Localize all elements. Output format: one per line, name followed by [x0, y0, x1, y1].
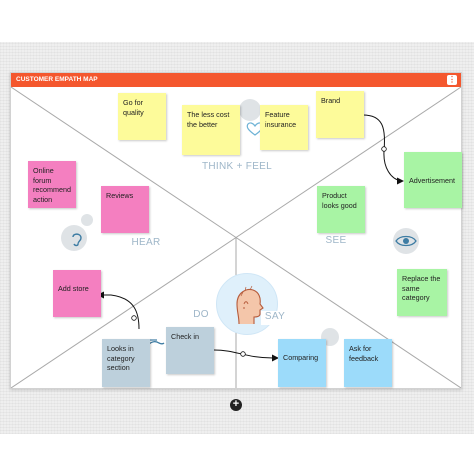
hand-icon — [147, 339, 165, 346]
note-reviews[interactable]: Reviews — [101, 186, 149, 233]
eye-icon — [395, 235, 417, 247]
note-feature-insurance[interactable]: Feature insurance — [260, 105, 308, 150]
note-brand[interactable]: Brand — [316, 91, 364, 138]
note-comparing[interactable]: Comparing — [278, 339, 326, 387]
head-icon — [236, 285, 264, 325]
see-label: SEE — [319, 235, 353, 249]
board-title: CUSTOMER EMPATH MAP — [16, 76, 98, 83]
plus-icon[interactable]: + — [230, 399, 242, 411]
note-online-forum[interactable]: Online forum recommend action — [28, 161, 76, 208]
customer-avatar — [216, 273, 278, 335]
note-go-for-quality[interactable]: Go for quality — [118, 93, 166, 140]
note-replace-same-category[interactable]: Replace the same category — [397, 269, 447, 316]
board-header[interactable]: CUSTOMER EMPATH MAP ⋮ — [11, 73, 461, 87]
think-bubble — [239, 99, 261, 121]
note-ask-for-feedback[interactable]: Ask for feedback — [344, 339, 392, 387]
note-the-less-cost[interactable]: The less cost the better — [182, 105, 240, 155]
hear-label: HEAR — [127, 237, 165, 251]
note-looks-in-category[interactable]: Looks in category section — [102, 339, 150, 387]
connector-looks-addstore — [83, 294, 140, 330]
think-feel-label: THINK + FEEL — [197, 161, 277, 175]
note-add-store[interactable]: Add store — [53, 270, 101, 317]
small-bubble — [81, 214, 93, 226]
ear-icon — [72, 233, 82, 247]
more-vertical-icon[interactable]: ⋮ — [447, 75, 457, 85]
note-check-in[interactable]: Check in — [166, 327, 214, 374]
note-advertisement[interactable]: Advertisement — [404, 152, 462, 208]
do-label: DO — [187, 309, 215, 323]
say-label: SAY — [261, 311, 289, 325]
hear-bubble — [61, 225, 87, 251]
note-product-looks-good[interactable]: Product looks good — [317, 186, 365, 233]
empathy-map-board[interactable]: CUSTOMER EMPATH MAP ⋮ — [10, 72, 462, 389]
